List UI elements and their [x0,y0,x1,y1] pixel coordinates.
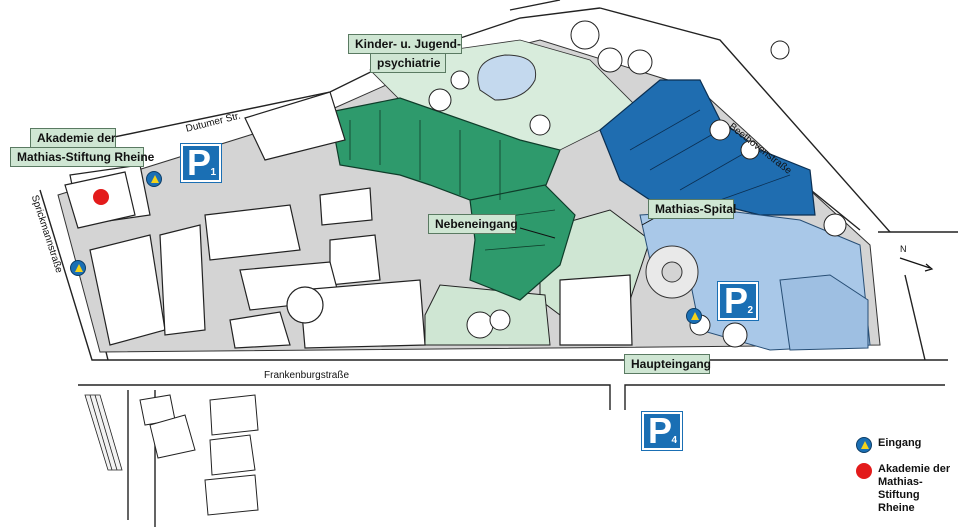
label-kinder-jugend-line2: psychiatrie [370,53,446,73]
legend-academy: Akademie der Mathias-Stiftung Rheine [856,463,960,515]
academy-marker[interactable] [93,189,109,205]
parking-letter: P [648,410,673,451]
label-akademie-bottom: Mathias-Stiftung Rheine [10,147,154,167]
parking-number: 4 [671,435,677,446]
entrance-icon[interactable] [686,308,702,324]
parking-p2[interactable]: P 2 [717,280,759,321]
parking-letter: P [724,280,749,321]
legend-entrance-text: Eingang [878,437,922,449]
entrance-icon[interactable] [70,260,86,276]
light-blue-block [779,274,869,351]
label-haupteingang: Haupteingang [624,354,711,374]
label-kinder-jugend-line1: Kinder- u. Jugend- [348,34,462,54]
parking-number: 2 [747,305,753,316]
green-building-roof-lines [349,110,556,251]
blue-building-roof-lines [629,109,791,201]
red-dot-icon [856,463,872,479]
rotunda [286,286,324,324]
green-building-annex [469,184,576,301]
legend-entrance: Eingang [856,437,921,453]
parking-number: 1 [210,167,216,178]
blue-building-main [599,79,816,216]
north-label: N [900,244,907,254]
parking-p4[interactable]: P 4 [641,410,683,451]
south-field [84,394,123,471]
trees [428,20,847,348]
entrance-icon [856,437,872,453]
label-nebeneingang: Nebeneingang [428,214,518,234]
parking-p1[interactable]: P 1 [180,142,222,183]
parking-letter: P [187,142,212,183]
south-buildings [139,394,259,516]
north-arrow [899,257,934,272]
roundabout [645,245,699,299]
pond [477,54,537,101]
street-frankenburg: Frankenburgstraße [264,370,350,381]
label-akademie-top: Akademie der [30,128,116,148]
label-mathias-spital: Mathias-Spital [648,199,736,219]
legend-academy-text: Akademie der Mathias-Stiftung Rheine [878,463,951,514]
entrance-icon[interactable] [146,171,162,187]
